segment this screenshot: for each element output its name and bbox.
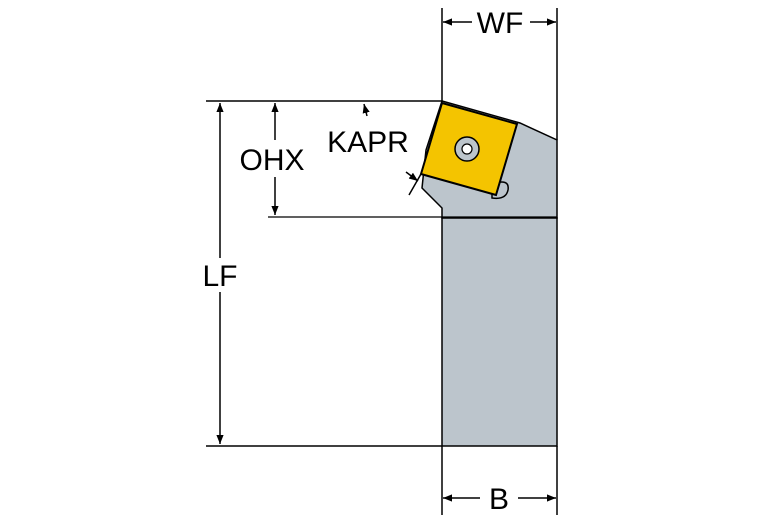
kapr-extension [408, 173, 422, 196]
lf-label: LF [202, 260, 237, 293]
kapr-arrow-bottom [405, 171, 419, 182]
b-dimension: B [441, 446, 558, 516]
holder-shank [441, 217, 558, 447]
ohx-label: OHX [239, 144, 304, 177]
holder-body [268, 100, 558, 447]
insert-screw-inner [461, 143, 473, 155]
kapr-dimension: KAPR [327, 103, 422, 196]
kapr-label: KAPR [327, 126, 409, 159]
kapr-arrow-top [362, 103, 370, 117]
b-label: B [489, 483, 509, 516]
wf-dimension: WF [441, 7, 558, 140]
ohx-dimension: OHX [239, 103, 305, 215]
cutting-insert [419, 101, 519, 200]
lf-dimension: LF [202, 100, 442, 447]
wf-label: WF [477, 7, 524, 40]
